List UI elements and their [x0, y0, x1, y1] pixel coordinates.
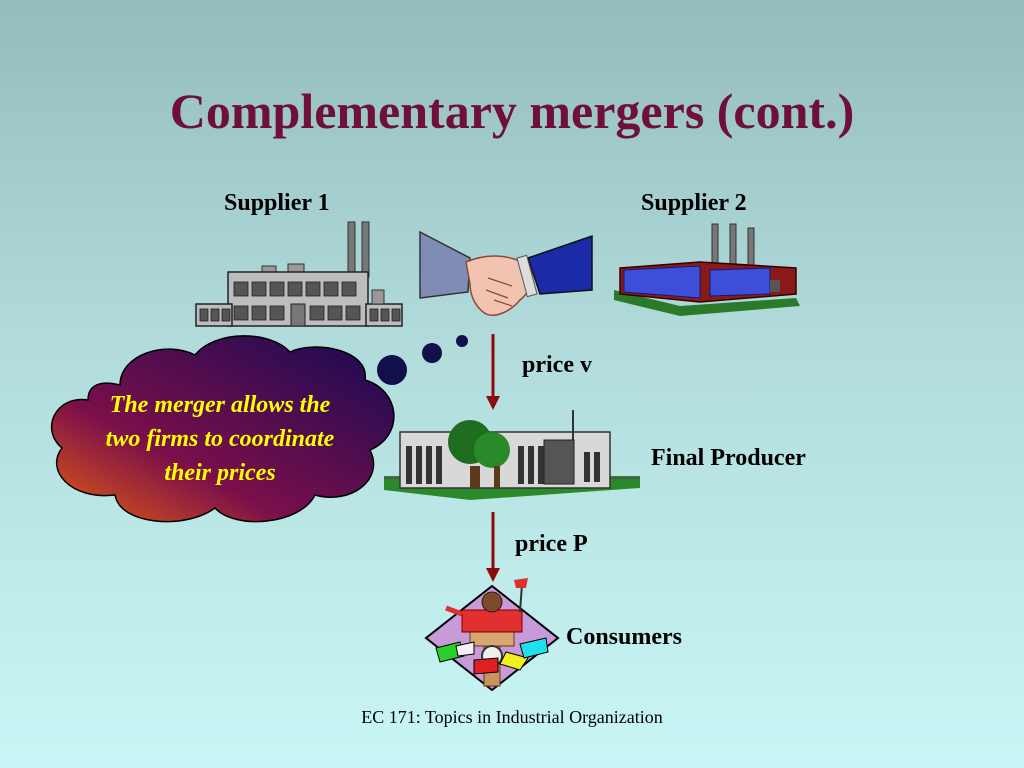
- thought-line-3: their prices: [164, 460, 276, 486]
- final-producer-building-icon: [384, 410, 640, 500]
- slide-title: Complementary mergers (cont.): [169, 83, 855, 139]
- handshake-icon: [419, 230, 593, 316]
- thought-bubble-dots: [377, 335, 468, 385]
- thought-line-1: The merger allows the: [109, 392, 331, 418]
- consumers-icon: [424, 578, 560, 692]
- thought-bubble-cloud: [50, 335, 395, 523]
- consumers-label: Consumers: [566, 624, 683, 650]
- thought-line-2: two firms to coordinate: [105, 426, 335, 452]
- price-v-label: price v: [522, 352, 592, 378]
- price-p-label: price P: [515, 531, 588, 557]
- thought-bubble-text: The merger allows the two firms to coord…: [70, 388, 370, 490]
- supplier1-label: Supplier 1: [224, 190, 330, 216]
- slide-footer: EC 171: Topics in Industrial Organizatio…: [361, 707, 663, 727]
- arrow-supplier-to-producer: [486, 334, 500, 410]
- supplier2-label: Supplier 2: [641, 190, 747, 216]
- final-producer-label: Final Producer: [651, 445, 806, 471]
- arrow-producer-to-consumers: [486, 512, 500, 582]
- supplier2-factory-icon: [614, 223, 800, 316]
- supplier1-factory-icon: [195, 221, 403, 327]
